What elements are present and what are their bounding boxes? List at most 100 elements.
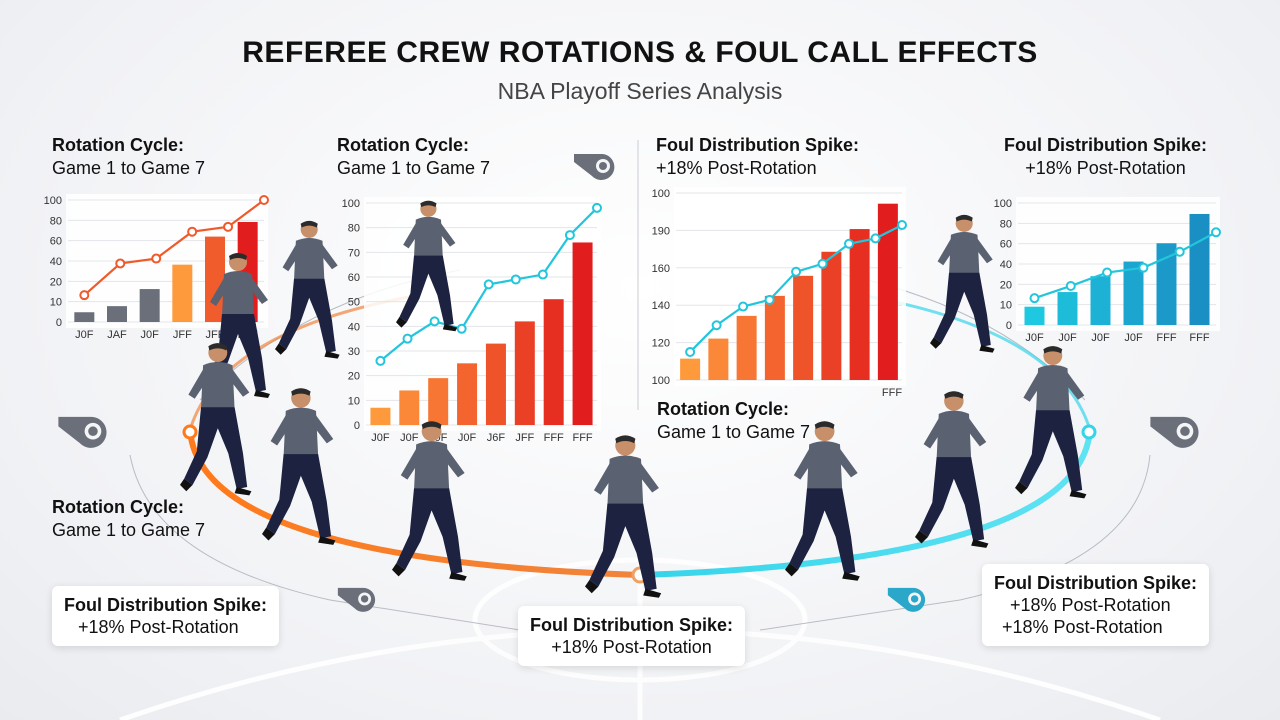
bar — [543, 299, 564, 425]
referee-arm — [636, 463, 659, 493]
bar — [1024, 306, 1045, 325]
x-tick-label: J0F — [75, 329, 94, 341]
referee-arm — [188, 369, 208, 399]
x-tick-label: J0F — [140, 329, 159, 341]
referee-arm — [437, 223, 456, 247]
referee-arm — [964, 418, 987, 447]
x-tick-label: FFF — [572, 432, 592, 444]
referee-shirt — [949, 231, 980, 275]
card-line: +18% Post-Rotation — [1010, 595, 1171, 615]
referee-arm — [1023, 372, 1043, 402]
bar — [74, 312, 95, 322]
bar — [205, 236, 225, 322]
referee-shirt — [222, 271, 254, 316]
y-tick-label: 80 — [348, 223, 360, 235]
trend-point — [1029, 293, 1040, 304]
referee-hair — [420, 200, 437, 207]
referee-figure-svg — [396, 200, 458, 332]
referee-figure-svg — [915, 391, 989, 548]
y-tick-label: 100 — [652, 188, 670, 200]
whistle-icon — [1148, 412, 1210, 453]
caption-body: +18% Post-Rotation — [656, 158, 817, 178]
referee-figure — [262, 385, 338, 552]
referee-shoe — [392, 563, 406, 577]
whistle-icon — [572, 150, 624, 185]
bar — [1156, 243, 1177, 325]
bar — [1090, 276, 1111, 325]
referee-shoe — [1015, 481, 1028, 495]
referee-shirt — [1036, 365, 1070, 413]
bar — [485, 343, 506, 425]
referee-hair — [300, 220, 318, 228]
referee-arm — [228, 369, 250, 397]
page-title: REFEREE CREW ROTATIONS & FOUL CALL EFFEC… — [242, 36, 1038, 69]
y-tick-label: 40 — [348, 321, 360, 333]
bar — [849, 229, 870, 380]
referee-arm — [973, 238, 993, 264]
y-tick-label: 40 — [50, 256, 62, 268]
referee-figure-svg — [1015, 346, 1087, 499]
page-subtitle: NBA Playoff Series Analysis — [497, 78, 783, 104]
y-tick-label: 190 — [652, 225, 670, 237]
referee-shirt — [294, 237, 325, 281]
bar — [708, 338, 729, 380]
bar — [793, 275, 814, 380]
y-tick-label: 70 — [348, 247, 360, 259]
referee-shoe — [275, 343, 287, 355]
bar — [1123, 261, 1144, 325]
caption-rotation-bottom-left: Rotation Cycle: Game 1 to Game 7 — [52, 496, 205, 542]
chart-svg: 01020304050607080100J0FJ0FJ0FJ0FJ6FJFFFF… — [342, 197, 602, 444]
referee-arm — [1063, 372, 1085, 400]
referee-figure-svg — [180, 343, 252, 496]
card-line: +18% Post-Rotation — [551, 637, 712, 657]
bar — [107, 306, 127, 322]
bar — [457, 363, 478, 425]
referee-hair — [291, 388, 311, 396]
caption-body: Game 1 to Game 7 — [657, 422, 811, 442]
referee-arm — [442, 448, 465, 478]
referee-arm — [923, 418, 944, 449]
referee-figure — [585, 432, 663, 605]
card-line: +18% Post-Rotation — [78, 617, 239, 637]
trend-point — [1174, 246, 1185, 257]
referee-shirt — [414, 216, 443, 258]
trend-point — [870, 233, 881, 244]
referee-figure — [930, 212, 997, 360]
y-tick-label: 20 — [1000, 279, 1012, 291]
referee-figure — [180, 340, 254, 503]
referee-figure-svg — [930, 214, 995, 353]
referee-figure-svg — [262, 388, 336, 545]
y-tick-label: 60 — [50, 236, 62, 248]
referee-figure — [392, 418, 469, 588]
trend-point — [483, 279, 494, 290]
trend-point — [817, 258, 828, 269]
bar — [139, 289, 160, 322]
caption-body: Game 1 to Game 7 — [337, 158, 491, 178]
bar — [1057, 292, 1078, 325]
whistle-icon — [336, 584, 384, 617]
referee-hair — [208, 343, 228, 351]
referee-figure-svg — [392, 421, 467, 581]
x-tick-label: J0F — [1025, 332, 1044, 344]
caption-heading: Rotation Cycle: — [52, 497, 185, 517]
referee-pants — [184, 407, 248, 490]
trend-point — [738, 301, 749, 312]
x-tick-label: J0F — [1058, 332, 1077, 344]
spike-card-left: Foul Distribution Spike: +18% Post-Rotat… — [52, 586, 279, 646]
referee-arm — [937, 238, 955, 266]
referee-shoe — [442, 324, 458, 332]
referee-pants — [919, 457, 985, 542]
referee-arm — [593, 463, 615, 495]
y-tick-label: 60 — [1000, 239, 1012, 251]
caption-rotation-top-left: Rotation Cycle: Game 1 to Game 7 — [52, 134, 205, 180]
y-tick-label: 80 — [50, 215, 62, 227]
bar — [821, 251, 842, 380]
trend-point — [510, 274, 521, 285]
y-tick-label: 80 — [1000, 218, 1012, 230]
card-heading: Foul Distribution Spike: — [530, 615, 733, 635]
referee-figure — [275, 218, 342, 366]
x-tick-label: J6F — [487, 432, 506, 444]
referee-pants — [278, 278, 336, 353]
